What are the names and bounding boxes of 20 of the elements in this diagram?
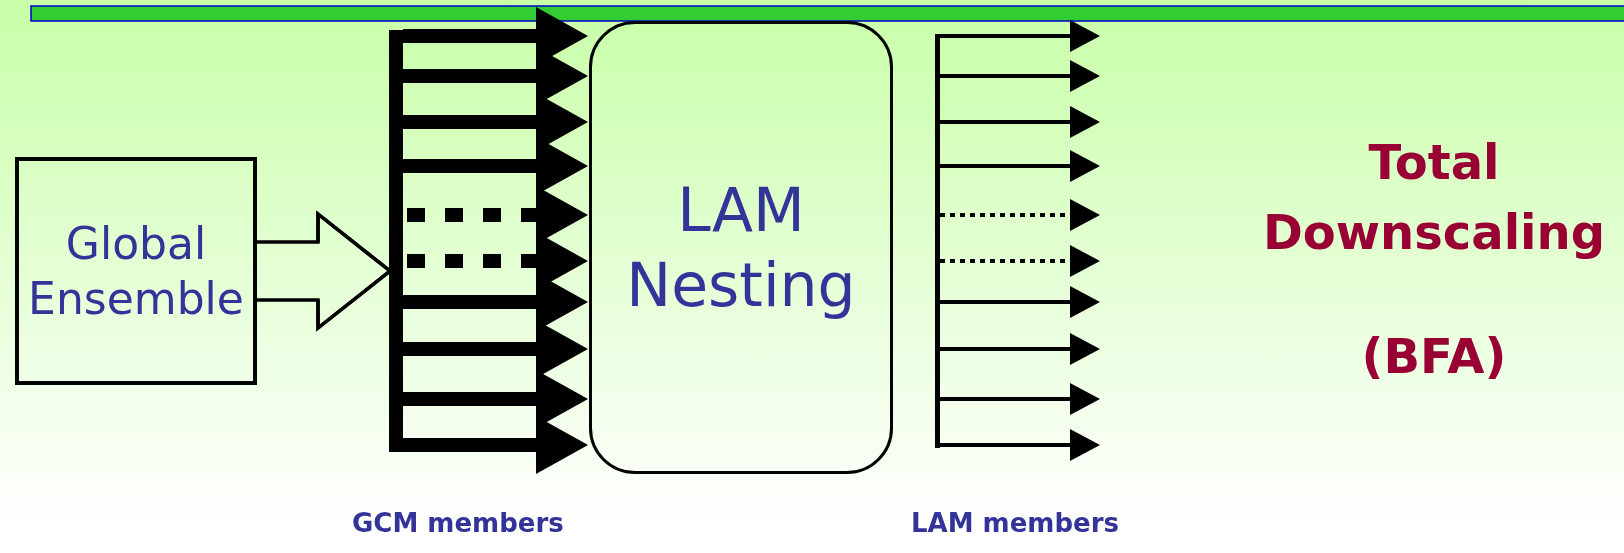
arrow: [940, 429, 1100, 461]
arrow: [940, 60, 1100, 92]
lam-bar: [935, 34, 940, 448]
arrow: [940, 245, 1100, 277]
title-text: Total Downscaling: [1261, 133, 1607, 262]
bar-label: GCM members: [352, 508, 564, 538]
subtitle-text: (BFA): [1360, 327, 1508, 386]
arrow: [940, 383, 1100, 415]
arrow: [940, 150, 1100, 182]
node-label: Global Ensemble: [27, 217, 245, 326]
arrow: [940, 286, 1100, 318]
node-label: LAM Nesting: [625, 173, 857, 322]
bar-label: LAM members: [911, 508, 1119, 538]
arrow: [940, 199, 1100, 231]
gcm-bar: [389, 30, 403, 452]
lam-nesting-box: [589, 21, 893, 474]
ensemble-box: [15, 157, 257, 385]
arrow: [940, 333, 1100, 365]
arrow: [940, 106, 1100, 138]
arrow: [940, 20, 1100, 52]
